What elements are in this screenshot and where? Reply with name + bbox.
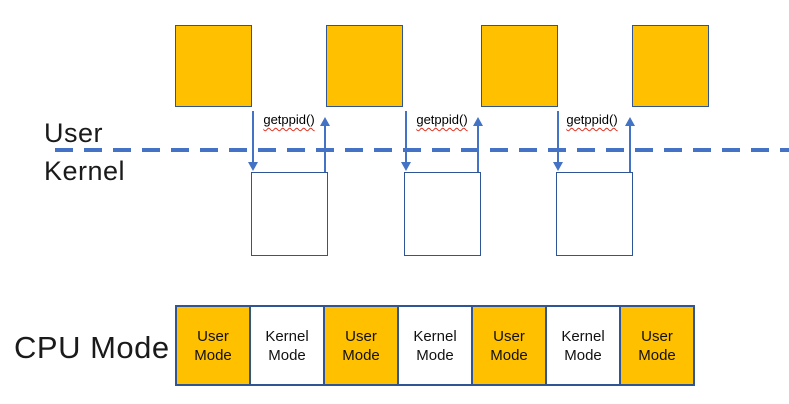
syscall-trap-down-arrow [553, 111, 563, 171]
user-process-box [481, 25, 558, 107]
cpu-mode-timeline: User Mode Kernel Mode User Mode Kernel M… [175, 305, 695, 386]
syscall-return-up-arrow [473, 117, 483, 172]
cpu-mode-cell: User Mode [471, 305, 547, 386]
cpu-mode-cell: Kernel Mode [397, 305, 473, 386]
syscall-trap-down-arrow [401, 111, 411, 171]
syscall-label: getppid() [566, 112, 618, 127]
cpu-mode-cell: User Mode [619, 305, 695, 386]
kernel-execution-box [404, 172, 481, 256]
user-kernel-boundary-line [55, 148, 789, 152]
syscall-return-up-arrow [625, 117, 635, 172]
cpu-mode-title: CPU Mode [14, 330, 170, 365]
syscall-label: getppid() [263, 112, 315, 127]
kernel-space-label: Kernel [44, 156, 126, 186]
user-process-box [632, 25, 709, 107]
cpu-mode-cell: Kernel Mode [545, 305, 621, 386]
syscall-trap-down-arrow [248, 111, 258, 171]
syscall-label: getppid() [416, 112, 468, 127]
kernel-execution-box [556, 172, 633, 256]
user-space-label: User [44, 118, 104, 148]
syscall-return-up-arrow [320, 117, 330, 172]
user-process-box [326, 25, 403, 107]
cpu-mode-cell: User Mode [175, 305, 251, 386]
user-process-box [175, 25, 252, 107]
kernel-execution-box [251, 172, 328, 256]
cpu-mode-cell: User Mode [323, 305, 399, 386]
cpu-mode-cell: Kernel Mode [249, 305, 325, 386]
